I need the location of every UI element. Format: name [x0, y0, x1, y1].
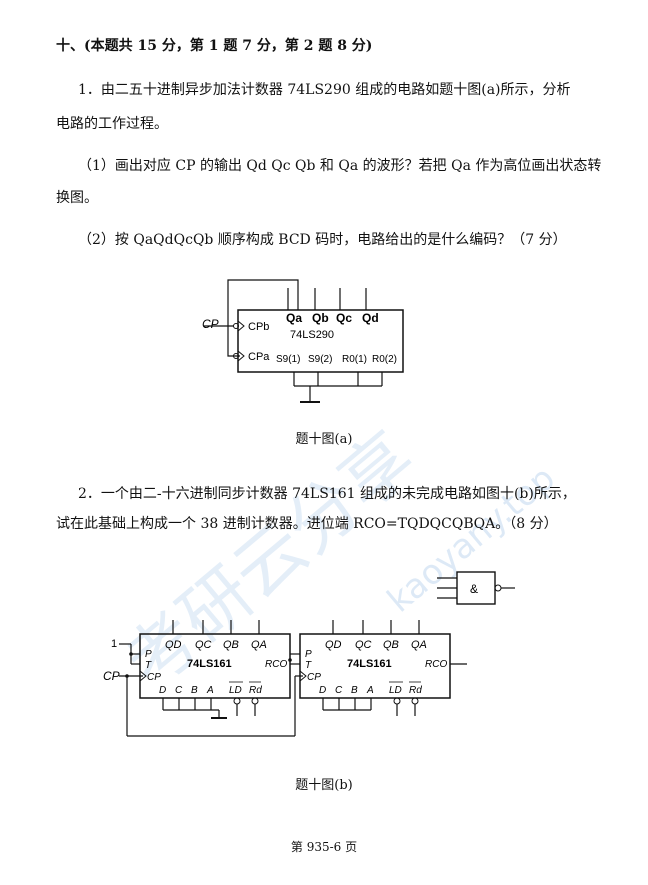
fig-b-cp-label: CP	[103, 669, 120, 683]
fig-a-cpa-label: CPa	[248, 351, 270, 363]
c1-b-label: B	[191, 685, 198, 696]
c1-d-label: D	[159, 685, 166, 696]
c1-p-label: P	[145, 649, 152, 660]
c2-a-label: A	[366, 685, 374, 696]
c2-rd-label: Rd	[409, 685, 422, 696]
and-gate-symbol: &	[470, 582, 478, 596]
fig-b-caption: 题十图(b)	[295, 778, 353, 793]
c2-qa-label: QA	[411, 639, 427, 651]
c1-c-label: C	[175, 685, 183, 696]
fig-b-one-label: 1	[111, 638, 117, 650]
fig-a-cpb-label: CPb	[248, 321, 269, 333]
q1-sub1-line2: 换图。	[56, 190, 98, 206]
q2-line1: 2．一个由二-十六进制同步计数器 74LS161 组成的未完成电路如图十(b)所…	[78, 486, 576, 502]
c1-qd-label: QD	[165, 639, 182, 651]
c1-cpin-label: CP	[147, 672, 161, 683]
chip2-74ls161	[299, 633, 451, 699]
q2-line2: 试在此基础上构成一个 38 进制计数器。进位端 RCO=TQDQCQBQA。（8…	[56, 516, 558, 532]
chip-74ls290	[237, 309, 404, 373]
figure-a-circuit: CP CPb CPa 74LS290 Qa Qb Qc Qd S9(1) S9(…	[202, 279, 404, 403]
c2-chip-label: 74LS161	[347, 658, 392, 670]
c1-qb-label: QB	[223, 639, 239, 651]
c1-a-label: A	[206, 685, 214, 696]
q1-line1: 1．由二五十进制异步加法计数器 74LS290 组成的电路如题十图(a)所示，分…	[78, 82, 571, 98]
fig-a-r01-label: R0(1)	[342, 354, 367, 365]
q1-sub2: （2）按 QaQdQcQb 顺序构成 BCD 码时，电路给出的是什么编码？（7 …	[78, 232, 567, 248]
c2-qc-label: QC	[355, 639, 372, 651]
fig-a-cp-label: CP	[202, 317, 219, 331]
fig-a-qd-label: Qd	[362, 311, 379, 325]
c2-cpin-label: CP	[307, 672, 321, 683]
figure-b-circuit: & 1 CP	[103, 571, 515, 737]
fig-a-r02-label: R0(2)	[372, 354, 397, 365]
c2-rco-label: RCO	[425, 659, 447, 670]
q1-sub1-line1: （1）画出对应 CP 的输出 Qd Qc Qb 和 Qa 的波形？若把 Qa 作…	[78, 158, 602, 174]
section-heading: 十、(本题共 15 分，第 1 题 7 分，第 2 题 8 分)	[56, 38, 373, 54]
fig-a-s92-label: S9(2)	[308, 354, 332, 365]
c1-qc-label: QC	[195, 639, 212, 651]
chip1-74ls161	[139, 633, 291, 699]
fig-a-chip-label: 74LS290	[290, 329, 334, 341]
c2-qd-label: QD	[325, 639, 342, 651]
fig-a-qa-label: Qa	[286, 311, 302, 325]
q1-line2: 电路的工作过程。	[56, 116, 168, 132]
c2-t-label: T	[305, 660, 312, 671]
page-number: 第 935-6 页	[290, 840, 358, 854]
c1-t-label: T	[145, 660, 152, 671]
c1-ld-label: LD	[229, 685, 242, 696]
fig-a-qc-label: Qc	[336, 311, 352, 325]
c2-p-label: P	[305, 649, 312, 660]
c1-rd-label: Rd	[249, 685, 262, 696]
c2-qb-label: QB	[383, 639, 399, 651]
c1-chip-label: 74LS161	[187, 658, 232, 670]
c1-qa-label: QA	[251, 639, 267, 651]
c2-b-label: B	[351, 685, 358, 696]
c2-d-label: D	[319, 685, 326, 696]
c2-ld-label: LD	[389, 685, 402, 696]
fig-a-s91-label: S9(1)	[276, 354, 300, 365]
fig-a-caption: 题十图(a)	[295, 432, 353, 447]
fig-a-qb-label: Qb	[312, 311, 329, 325]
c1-rco-label: RCO	[265, 659, 287, 670]
c2-c-label: C	[335, 685, 343, 696]
